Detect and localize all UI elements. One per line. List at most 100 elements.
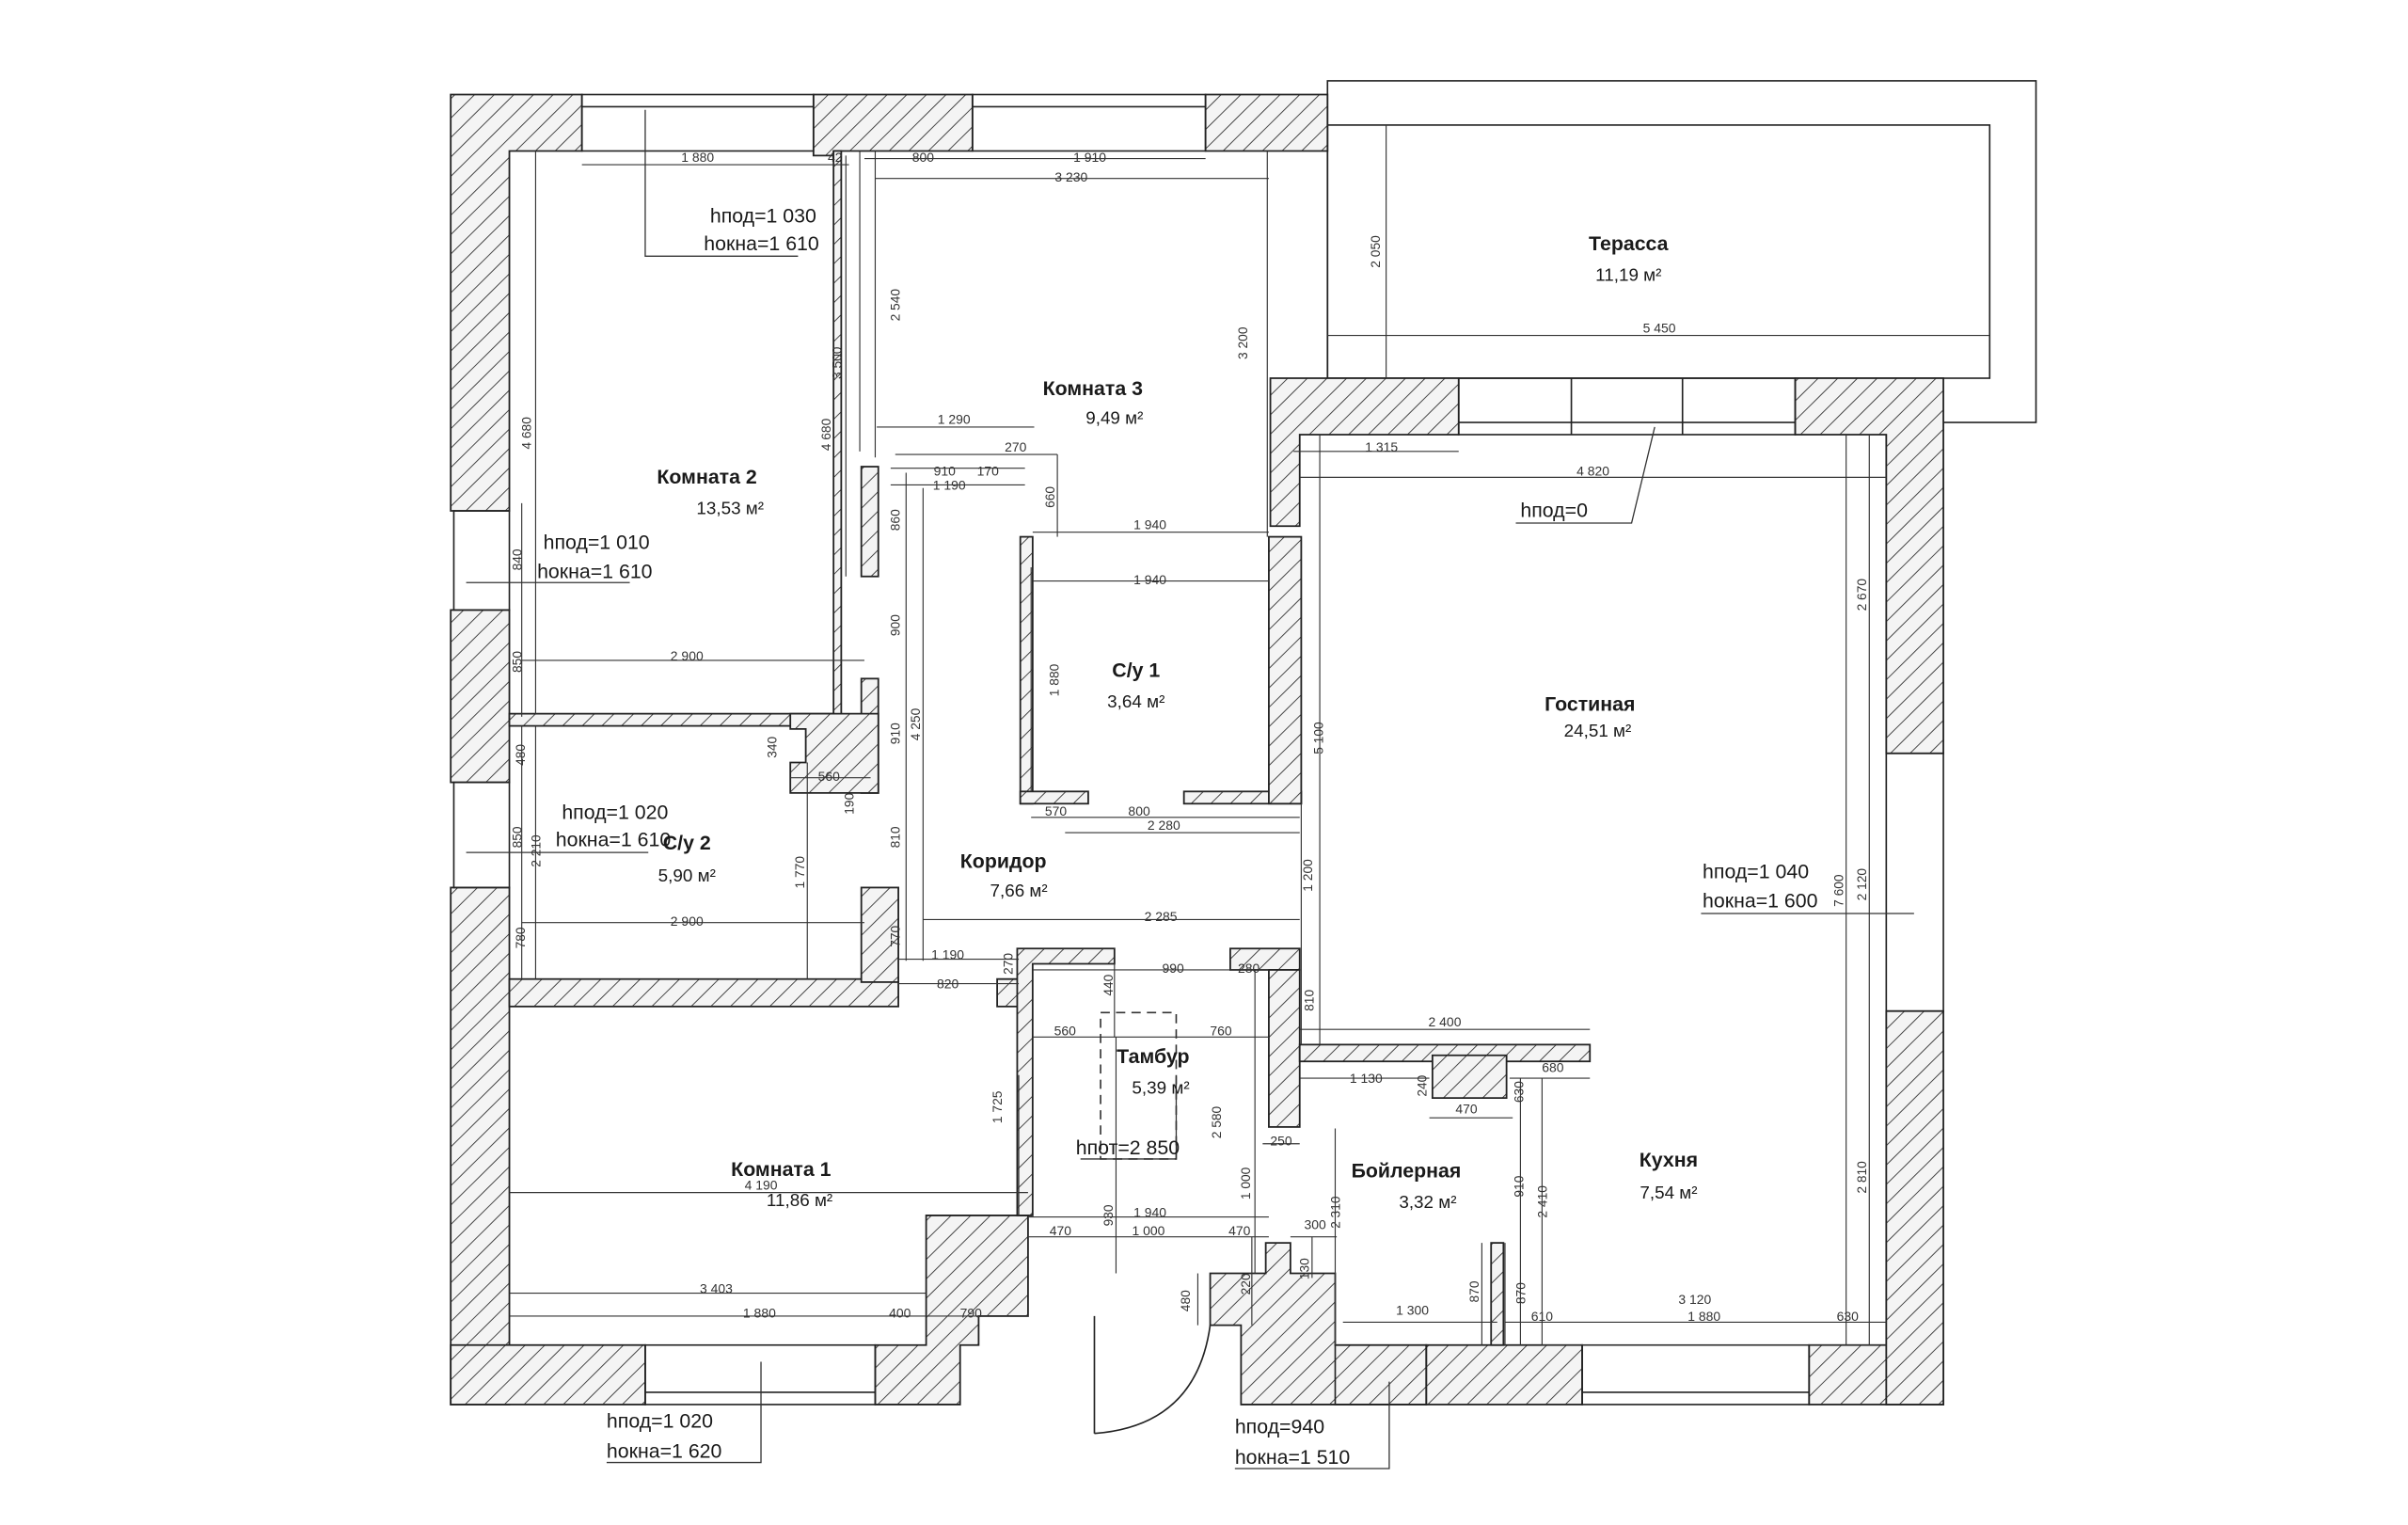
- dim-label: 630: [1837, 1309, 1860, 1324]
- dim-label: 5 100: [1310, 722, 1325, 755]
- wall-left-a: [450, 609, 511, 784]
- dim-label: 2 900: [671, 913, 704, 929]
- living-name: Гостиная: [1545, 693, 1635, 715]
- interior-walls: [508, 150, 1592, 1346]
- dim-label: 1 190: [931, 947, 964, 962]
- dim-label: 630: [1512, 1081, 1527, 1103]
- dim-label: 560: [1054, 1024, 1077, 1039]
- dim-label: 1 300: [1396, 1302, 1429, 1317]
- dim-label: 440: [1101, 974, 1116, 995]
- dim-label: 220: [1238, 1273, 1253, 1295]
- kitchen-name: Кухня: [1640, 1150, 1698, 1171]
- dim-label: 860: [888, 509, 903, 531]
- dim-label: 300: [1305, 1217, 1327, 1232]
- dim-label: 910: [934, 464, 957, 479]
- dim-label: 400: [889, 1306, 911, 1321]
- dim-label: 3 230: [1054, 169, 1087, 184]
- dim-label: 1 880: [743, 1306, 776, 1321]
- dim-label: 2 810: [1854, 1161, 1869, 1194]
- dim-label: 3 403: [700, 1281, 733, 1296]
- wc2-name: С/у 2: [663, 833, 711, 854]
- dim-label: 1 725: [990, 1090, 1005, 1123]
- wc2-area: 5,90 м²: [658, 866, 716, 885]
- dim-label: 480: [1178, 1290, 1193, 1311]
- note-wc2-sill: hпод=1 020: [562, 802, 668, 824]
- dim-label: 1 910: [1073, 150, 1106, 165]
- dim-label: 470: [1050, 1223, 1072, 1238]
- dim-label: 800: [912, 150, 935, 165]
- dim-label: 660: [1042, 486, 1057, 508]
- wall-left-b: [450, 886, 511, 1406]
- dim-label: 2 050: [1368, 235, 1383, 268]
- dim-label: 5 450: [1643, 320, 1676, 335]
- wc1-area: 3,64 м²: [1107, 691, 1164, 711]
- room3-name: Комната 3: [1043, 378, 1144, 400]
- dim-label: 1 880: [1687, 1309, 1720, 1324]
- dim-label: 4 680: [518, 417, 533, 450]
- dim-label: 1 880: [1047, 663, 1062, 696]
- dim-label: 250: [1270, 1133, 1292, 1148]
- dim-label: 2 900: [671, 648, 704, 663]
- dim-label: 2 400: [1429, 1014, 1462, 1029]
- dim-label: 760: [1210, 1024, 1232, 1039]
- dimension-labels: 1 880 42 800 1 910 3 230 5 450 1 290 270…: [510, 150, 1869, 1324]
- dim-label: 2 210: [528, 834, 543, 867]
- dim-label: 850: [510, 651, 525, 673]
- wall-bottom-d: [1425, 1343, 1583, 1406]
- dim-label: 2 580: [1209, 1106, 1224, 1139]
- boiler-area: 3,32 м²: [1399, 1192, 1456, 1212]
- dim-label: 1 770: [792, 856, 807, 889]
- dim-label: 2 280: [1148, 818, 1180, 833]
- wall-top-right: [1204, 93, 1329, 152]
- room3-area: 9,49 м²: [1085, 408, 1143, 428]
- terrace-outline: [1326, 80, 2037, 423]
- wall-top-mid: [812, 93, 974, 157]
- height-notes: hпод=1 030 hокна=1 610 hпод=1 010 hокна=…: [537, 206, 1817, 1469]
- dim-label: 340: [764, 737, 779, 758]
- dim-label: 900: [888, 614, 903, 636]
- wall-top-left: [450, 93, 583, 512]
- kitchen-area: 7,54 м²: [1640, 1183, 1697, 1202]
- dim-label: 270: [1000, 953, 1015, 975]
- boiler-name: Бойлерная: [1352, 1161, 1462, 1183]
- dim-label: 1 130: [1350, 1071, 1383, 1086]
- dim-label: 2 285: [1145, 909, 1178, 924]
- dim-label: 790: [960, 1306, 983, 1321]
- dim-label: 7 600: [1830, 874, 1846, 907]
- dim-label: 850: [510, 826, 525, 848]
- dim-label: 870: [1513, 1282, 1528, 1304]
- dim-label: 1 190: [933, 477, 966, 492]
- note-room1-sill: hпод=1 020: [607, 1410, 713, 1432]
- dim-label: 4 820: [1576, 464, 1609, 479]
- wall-bottom-a: [450, 1343, 646, 1406]
- dim-label: 4 680: [818, 418, 833, 451]
- dim-label: 2 540: [888, 289, 903, 322]
- dim-label: 3 120: [1678, 1292, 1711, 1307]
- wc1-name: С/у 1: [1112, 660, 1160, 682]
- dim-label: 42: [828, 150, 843, 165]
- dim-label: 800: [1128, 803, 1150, 818]
- dim-label: 4 190: [745, 1177, 778, 1192]
- note-boiler-sill: hпод=940: [1235, 1417, 1324, 1438]
- leader-lines: [466, 109, 1914, 1469]
- dim-label: 770: [888, 926, 903, 947]
- dim-label: 2 670: [1854, 579, 1869, 612]
- note-boiler-window: hокна=1 510: [1235, 1447, 1350, 1469]
- dim-label: 270: [1005, 439, 1027, 454]
- dim-label: 840: [510, 548, 525, 570]
- note-living-top-sill: hпод=0: [1520, 500, 1588, 522]
- dim-label: 1 315: [1365, 439, 1398, 454]
- dim-label: 1 940: [1133, 517, 1166, 532]
- dim-label: 1 940: [1133, 572, 1166, 587]
- room-labels: Терасса 11,19 м² Комната 3 9,49 м² Комна…: [657, 233, 1698, 1212]
- dim-label: 910: [1512, 1175, 1527, 1197]
- dim-label: 1 000: [1238, 1167, 1253, 1199]
- room2-name: Комната 2: [657, 467, 756, 488]
- vestibule-name: Тамбур: [1117, 1046, 1189, 1068]
- dim-label: 3 200: [1235, 326, 1250, 359]
- dim-label: 480: [513, 744, 528, 766]
- dim-label: 810: [1301, 990, 1316, 1011]
- note-room2-side-window: hокна=1 610: [537, 561, 652, 582]
- dim-label: 190: [841, 792, 856, 814]
